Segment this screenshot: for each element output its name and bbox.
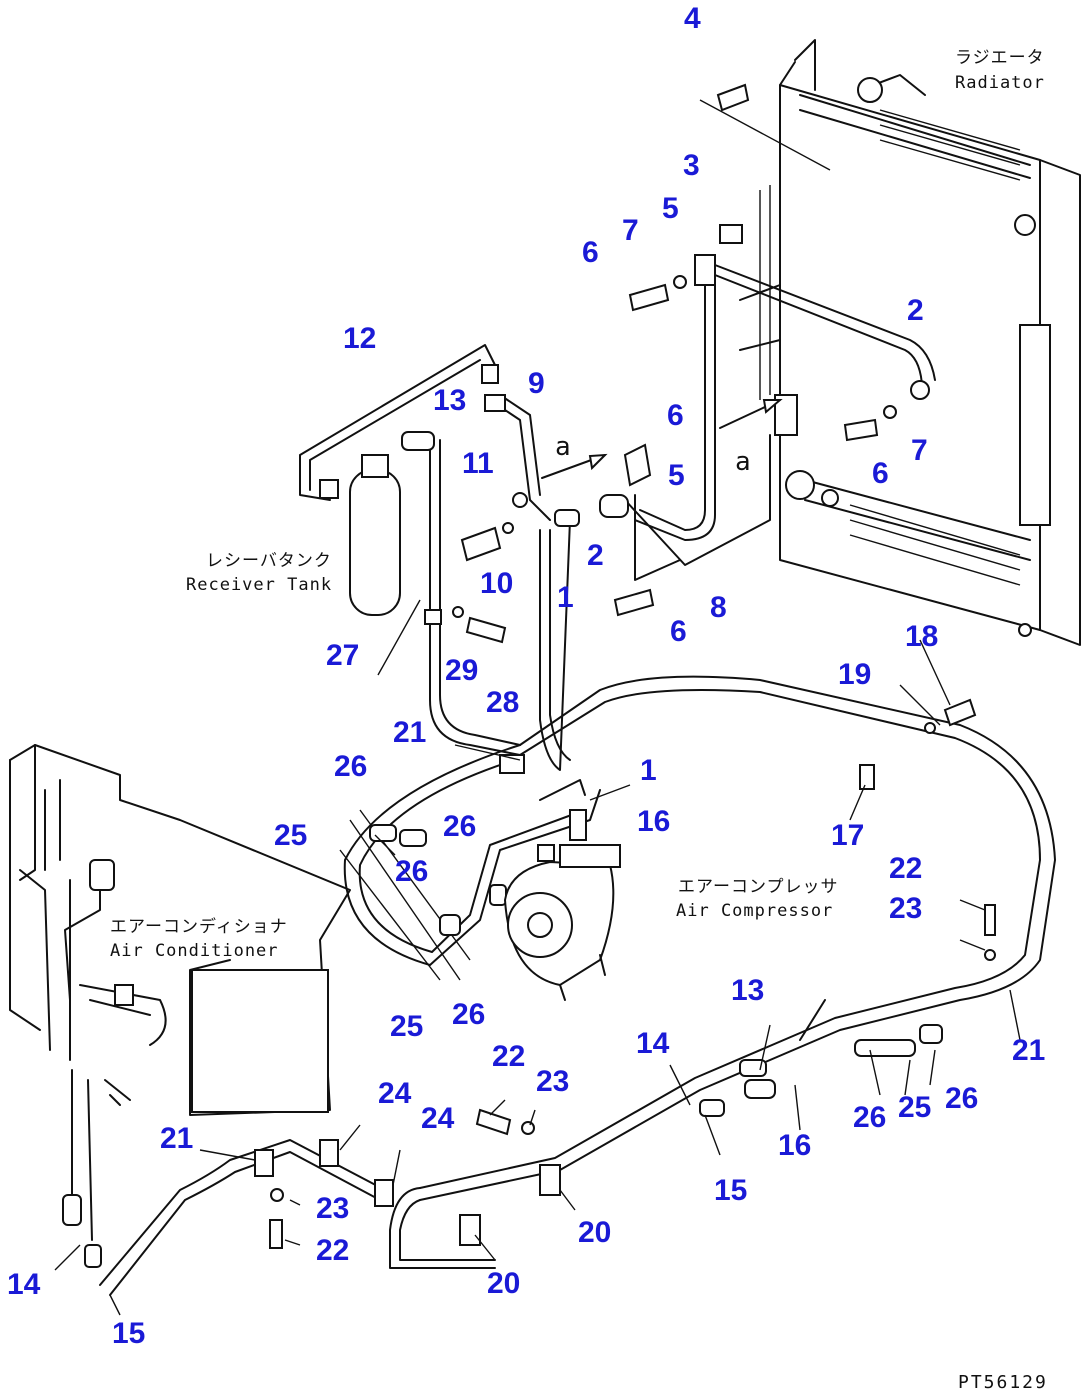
- callout-8: 8: [710, 591, 727, 624]
- callout-2: 2: [587, 539, 604, 572]
- callout-20: 20: [487, 1267, 520, 1300]
- callout-25: 25: [898, 1091, 931, 1124]
- callout-14: 14: [7, 1268, 41, 1301]
- callout-28: 28: [486, 686, 519, 719]
- air-conditioner-label-jp: エアーコンディショナ: [110, 916, 288, 937]
- arrow-mark-a-left: a: [555, 432, 572, 462]
- condenser-pipe-group: [541, 83, 936, 617]
- callout-6: 6: [667, 399, 684, 432]
- callout-21: 21: [393, 716, 426, 749]
- callout-4: 4: [684, 2, 701, 35]
- callout-1: 1: [557, 581, 574, 614]
- callout-21: 21: [1012, 1034, 1045, 1067]
- callout-13: 13: [731, 974, 764, 1007]
- radiator-label-jp: ラジエータ: [955, 48, 1045, 68]
- receiver-tank-label-en: Receiver Tank: [186, 575, 332, 595]
- callout-6: 6: [582, 236, 599, 269]
- callout-21: 21: [160, 1122, 193, 1155]
- receiver-tank-drawing: [299, 344, 580, 771]
- callout-10: 10: [480, 567, 513, 600]
- air-compressor-label-en: Air Compressor: [676, 901, 833, 921]
- callout-15: 15: [714, 1174, 747, 1207]
- callout-25: 25: [274, 819, 307, 852]
- callout-26: 26: [334, 750, 367, 783]
- drawing-code: PT56129: [958, 1372, 1048, 1393]
- component-labels: ラジエータ Radiator レシーバタンク Receiver Tank エアー…: [110, 48, 1048, 1393]
- callout-1: 1: [640, 754, 657, 787]
- callout-17: 17: [831, 819, 864, 852]
- callout-26: 26: [853, 1101, 886, 1134]
- callout-numbers: 4 3 5 7 6 2 7 6 12 13 9 6 11 5 2 10 1 8 …: [7, 2, 1045, 1350]
- callout-13: 13: [433, 384, 466, 417]
- callout-27: 27: [326, 639, 359, 672]
- callout-19: 19: [838, 658, 871, 691]
- callout-5: 5: [662, 192, 679, 225]
- radiator-label-en: Radiator: [955, 73, 1045, 93]
- callout-6: 6: [670, 615, 687, 648]
- radiator-drawing: [699, 39, 1081, 646]
- callout-2: 2: [907, 294, 924, 327]
- callout-25: 25: [390, 1010, 423, 1043]
- callout-24: 24: [378, 1077, 412, 1110]
- hose-routing: [54, 599, 1056, 1316]
- callout-16: 16: [778, 1129, 811, 1162]
- arrow-mark-a-right: a: [735, 447, 752, 477]
- callout-22: 22: [492, 1040, 525, 1073]
- callout-18: 18: [905, 620, 938, 653]
- callout-16: 16: [637, 805, 670, 838]
- air-conditioner-drawing: [9, 744, 351, 1268]
- callout-12: 12: [343, 322, 376, 355]
- air-compressor-label-jp: エアーコンプレッサ: [678, 877, 838, 897]
- callout-7: 7: [622, 214, 639, 247]
- air-conditioner-label-en: Air Conditioner: [110, 941, 279, 961]
- callout-3: 3: [683, 149, 700, 182]
- callout-26: 26: [395, 855, 428, 888]
- callout-20: 20: [578, 1216, 611, 1249]
- callout-26: 26: [945, 1082, 978, 1115]
- callout-11: 11: [462, 447, 494, 480]
- callout-23: 23: [536, 1065, 569, 1098]
- callout-14: 14: [636, 1027, 670, 1060]
- callout-23: 23: [889, 892, 922, 925]
- callout-26: 26: [452, 998, 485, 1031]
- callout-6: 6: [872, 457, 889, 490]
- callout-5: 5: [668, 459, 685, 492]
- callout-26: 26: [443, 810, 476, 843]
- receiver-tank-label-jp: レシーバタンク: [206, 551, 332, 571]
- callout-15: 15: [112, 1317, 145, 1350]
- air-compressor-drawing: [503, 779, 621, 1001]
- callout-22: 22: [316, 1234, 349, 1267]
- callout-7: 7: [911, 434, 928, 467]
- callout-22: 22: [889, 852, 922, 885]
- callout-23: 23: [316, 1192, 349, 1225]
- callout-24: 24: [421, 1102, 455, 1135]
- callout-29: 29: [445, 654, 478, 687]
- callout-9: 9: [528, 367, 545, 400]
